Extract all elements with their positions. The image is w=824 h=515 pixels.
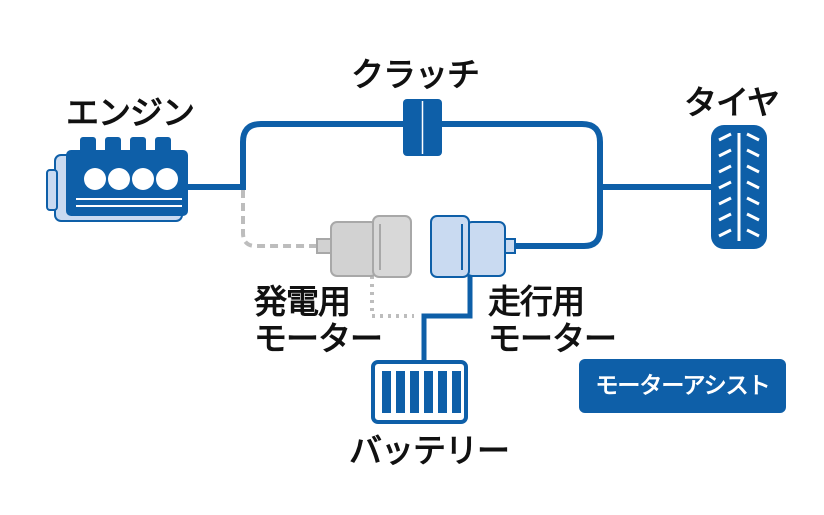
- generator-shaft: [241, 190, 318, 248]
- battery-label: バッテリー: [349, 431, 510, 470]
- drive-motor-icon: [430, 215, 516, 278]
- clutch-icon: [403, 99, 442, 156]
- generator-label-line1: 発電用: [254, 282, 351, 321]
- drive-motor-label-line1: 走行用: [488, 282, 585, 321]
- generator-motor-icon: [316, 215, 412, 278]
- generator-label-line2: モーター: [254, 319, 383, 358]
- generator-electric-line: [370, 276, 414, 318]
- battery-icon: [371, 360, 468, 424]
- engine-label: エンジン: [66, 93, 195, 132]
- clutch-label: クラッチ: [351, 55, 480, 94]
- engine-icon: [46, 137, 188, 222]
- tire-label: タイヤ: [684, 83, 780, 122]
- tire-icon: [711, 125, 767, 249]
- engine-drive-shaft: [188, 121, 603, 249]
- drive-motor-label-line2: モーター: [488, 319, 617, 358]
- mode-badge: モーターアシスト: [579, 359, 786, 413]
- battery-electric-line: [421, 276, 473, 362]
